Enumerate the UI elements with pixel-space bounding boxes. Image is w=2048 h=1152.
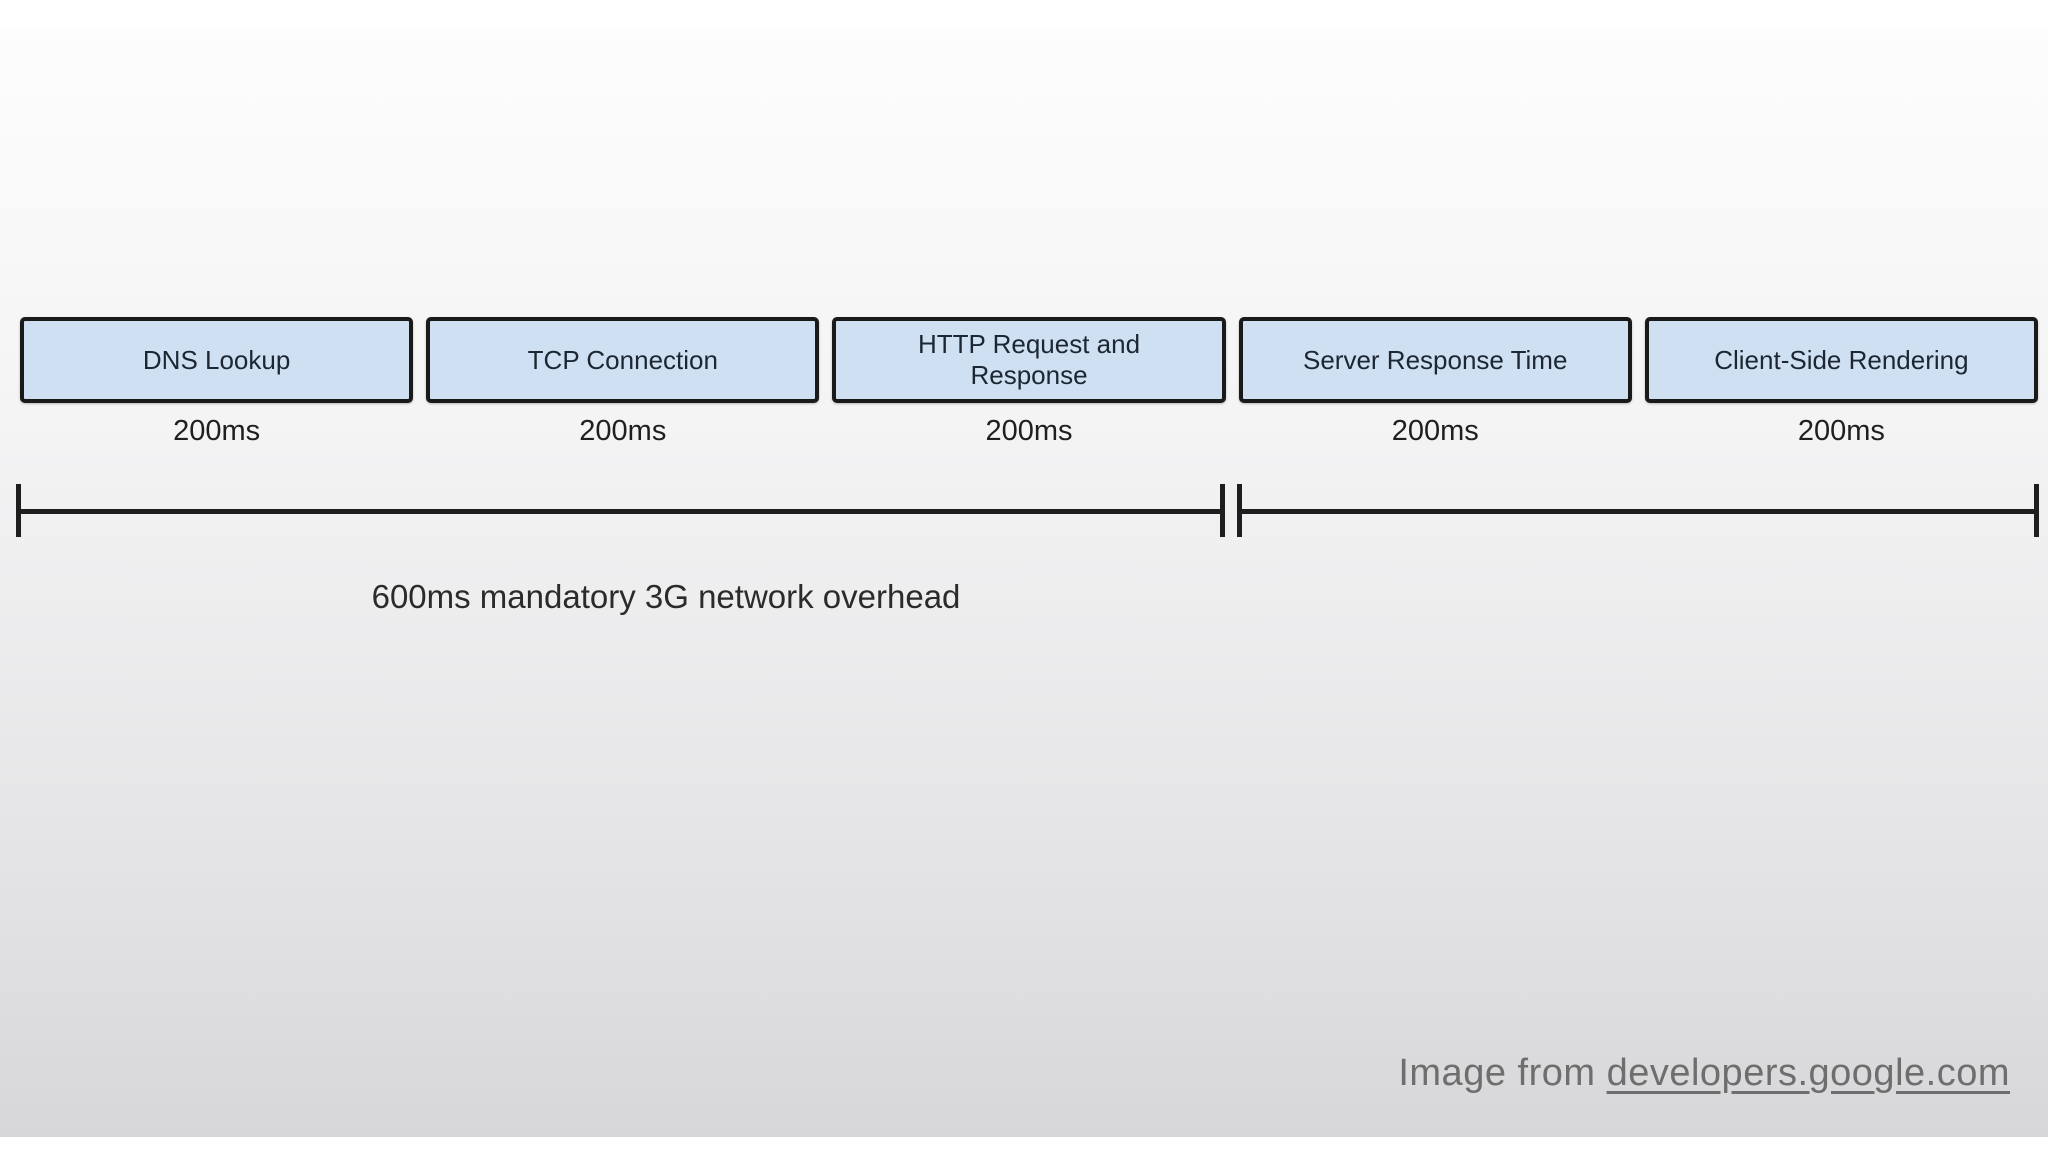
phase-label: TCP Connection [527, 344, 718, 375]
phase-label: Client-Side Rendering [1714, 344, 1969, 375]
phase-duration: 200ms [173, 415, 261, 447]
phase-label: Server Response Time [1302, 344, 1568, 375]
attribution-link[interactable]: developers.google.com [1606, 1052, 2010, 1094]
phase-duration: 200ms [579, 415, 667, 447]
phase-box-server-response-time: Server Response Time [1238, 317, 1632, 403]
bracket-line [1242, 508, 2034, 514]
phase-row: DNS Lookup 200ms TCP Connection 200ms HT… [20, 317, 2039, 448]
attribution-prefix: Image from [1398, 1052, 1607, 1094]
overhead-timespan-bracket [16, 484, 1225, 537]
attribution: Image from developers.google.com [1398, 1052, 2010, 1095]
phase-label: HTTP Request and Response [917, 329, 1141, 390]
phase-column-http: HTTP Request and Response 200ms [832, 317, 1226, 448]
slide-background [0, 26, 2048, 1137]
phase-column-tcp: TCP Connection 200ms [426, 317, 820, 448]
phase-box-dns-lookup: DNS Lookup [20, 317, 414, 403]
phase-label: DNS Lookup [142, 344, 291, 375]
phase-box-client-side-rendering: Client-Side Rendering [1644, 317, 2039, 403]
overhead-caption: 600ms mandatory 3G network overhead [371, 578, 961, 615]
phase-column-server: Server Response Time 200ms [1238, 317, 1632, 448]
phase-duration: 200ms [1797, 415, 1885, 447]
phase-duration: 200ms [985, 415, 1073, 447]
phase-box-http-request-response: HTTP Request and Response [832, 317, 1226, 403]
phase-box-tcp-connection: TCP Connection [426, 317, 820, 403]
phase-column-render: Client-Side Rendering 200ms [1644, 317, 2039, 448]
phase-duration: 200ms [1391, 415, 1479, 447]
remaining-timespan-bracket [1237, 484, 2039, 537]
phase-column-dns: DNS Lookup 200ms [20, 317, 414, 448]
bracket-line [21, 508, 1220, 514]
